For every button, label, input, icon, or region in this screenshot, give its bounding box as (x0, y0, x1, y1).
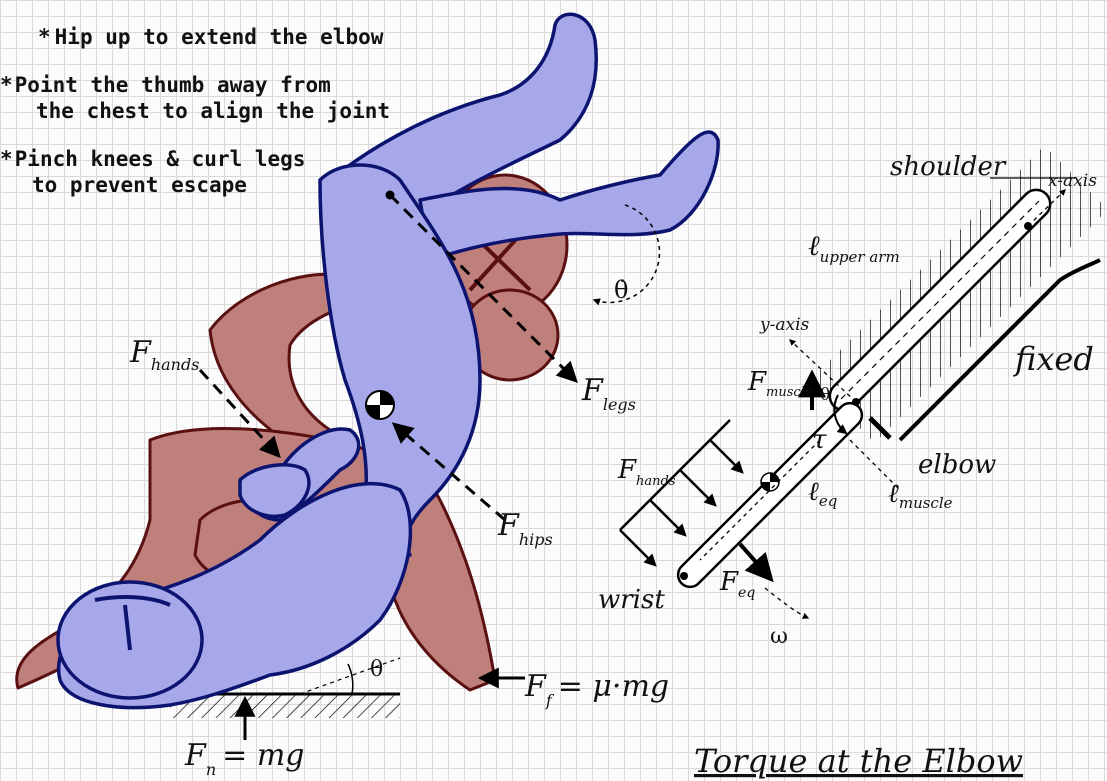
wrist-label: wrist (598, 585, 665, 615)
force-legs-label: Flegs (581, 373, 636, 414)
force-hands-label: Fhands (129, 335, 199, 374)
shoulder-label: shoulder (890, 152, 1007, 182)
forearm-com-icon (761, 473, 779, 491)
tip-1: *Hip up to extend the elbow (38, 25, 384, 49)
center-of-mass-icon (366, 391, 394, 419)
force-hips-label: Fhips (497, 508, 553, 549)
tip-3: *Pinch knees & curl legs (0, 147, 305, 171)
ground-theta-label: θ (370, 657, 383, 682)
upper-arm-length-label: ℓupper arm (808, 229, 900, 266)
elbow-theta-label: θ (820, 385, 830, 405)
f-muscle-label: Fmuscle (747, 367, 813, 400)
diagram-title: Torque at the Elbow (694, 742, 1023, 780)
elbow-label: elbow (918, 450, 996, 480)
f-hands-arm-label: Fhands (617, 455, 676, 489)
force-friction-label: Ff= μ·mg (524, 669, 669, 710)
tip-3-line-2: to prevent escape (32, 173, 247, 197)
muscle-length-label: ℓmuscle (888, 479, 953, 512)
force-normal-label: Fn= mg (184, 738, 304, 779)
fixed-label: fixed (1013, 340, 1094, 378)
tip-2-line-2: the chest to align the joint (36, 99, 390, 123)
eq-length-label: ℓeq (808, 477, 837, 510)
y-axis-label: y-axis (759, 315, 810, 335)
tip-2: *Point the thumb away from (0, 73, 331, 97)
f-eq-label: Feq (719, 567, 755, 601)
theta-dot-label: θ̇ (614, 276, 628, 304)
tau-label: τ (812, 425, 827, 455)
x-axis-label: x-axis (1048, 171, 1097, 191)
omega-label: ω (770, 624, 788, 649)
